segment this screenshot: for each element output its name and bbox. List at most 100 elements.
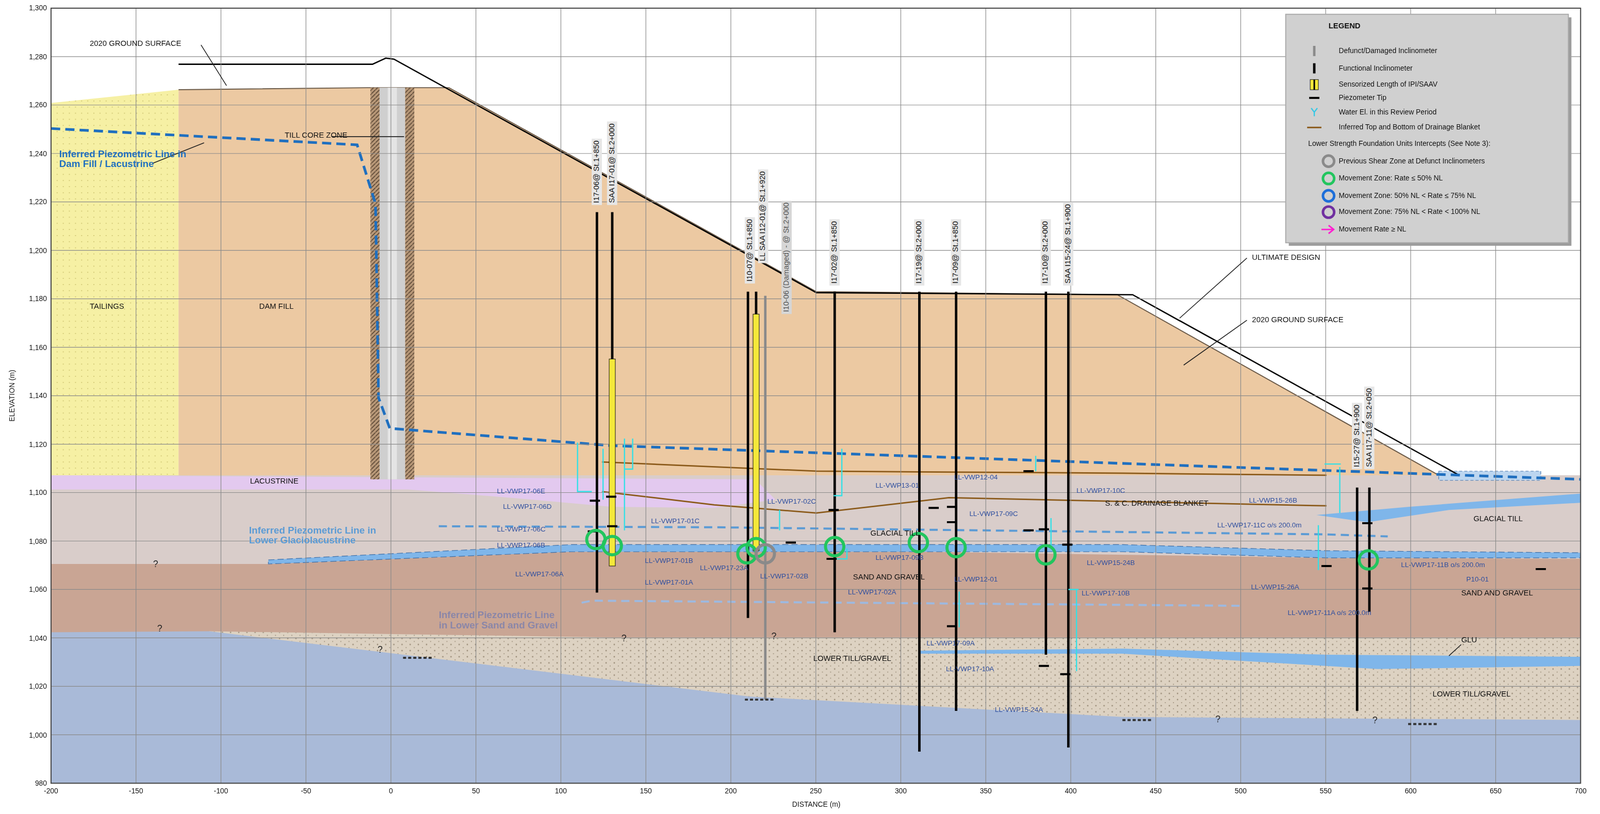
piezometer-label: LL-VWP15-24B (1086, 559, 1135, 567)
axis-tick: 1,220 (28, 198, 47, 206)
legend-text: Functional Inclinometer (1339, 63, 1413, 72)
axis-tick: 700 (1574, 787, 1587, 796)
axis-tick: 1,120 (28, 440, 47, 449)
unknown-mark: ? (771, 632, 777, 644)
piezometer-label: LL-VWP17-09B (875, 553, 924, 562)
piezometer-label: LL-VWP17-10B (1081, 589, 1130, 598)
annotation: 2020 GROUND SURFACE (89, 39, 182, 48)
legend-text: Inferred Top and Bottom of Drainage Blan… (1339, 122, 1481, 131)
piezometer-label: LL-VWP17-01B (644, 557, 693, 565)
unknown-mark: ? (377, 645, 383, 657)
piezometer-label: LL-VWP17-06A (515, 570, 564, 579)
legend-text: Movement Zone: 75% NL < Rate < 100% NL (1339, 207, 1481, 216)
piezometer-label: LL-VWP15-24A (994, 706, 1043, 714)
piezometric-note: Inferred Piezometric Line in Lower Glaci… (249, 525, 382, 547)
axis-title: DISTANCE (m) (792, 801, 841, 809)
axis-tick: 0 (388, 787, 394, 796)
axis-tick: 980 (35, 779, 47, 788)
piezometer-label: LL-VWP17-06E (496, 487, 545, 496)
annotation: TILL CORE ZONE (284, 131, 348, 140)
piezometer-label: LL-VWP13-01 (875, 481, 919, 490)
instrument-label: SAA I17-11@ St.2+050 (1364, 386, 1375, 470)
axis-tick: 600 (1404, 787, 1417, 796)
piezometer-label: LL-VWP17-06D (502, 502, 552, 511)
legend-text: Previous Shear Zone at Defunct Inclinome… (1339, 156, 1485, 165)
axis-tick: 150 (640, 787, 652, 796)
axis-tick: 250 (809, 787, 822, 796)
unknown-mark: ? (157, 624, 163, 635)
instrument-label: I17-06@ St.1+850 (591, 138, 602, 206)
axis-tick: 1,080 (28, 537, 47, 546)
piezometer-label: LL-VWP17-11C o/s 200.0m (1217, 521, 1302, 530)
piezometric-note: Inferred Piezometric Line in Dam Fill / … (59, 149, 190, 171)
piezometer-label: LL-VWP17-10A (945, 665, 994, 674)
axis-tick: -100 (214, 787, 229, 796)
piezometer-label: LL-VWP12-01 (954, 575, 998, 584)
axis-tick: 1,180 (28, 295, 47, 303)
axis-tick: 550 (1319, 787, 1332, 796)
axis-tick: 1,280 (28, 52, 47, 61)
piezometer-label: LL-VWP17-11A o/s 200.0m (1287, 609, 1372, 617)
axis-tick: 1,060 (28, 585, 47, 594)
instrument-label: I10-07@ St.1+850 (744, 217, 756, 284)
grid-line (51, 444, 1581, 445)
instrument-label: LL SAA I12-01@ St.1+920 (758, 169, 769, 264)
piezometer-label: LL-VWP17-10C (1076, 486, 1125, 495)
annotation: 2020 GROUND SURFACE (1251, 316, 1344, 325)
axis-tick: 1,100 (28, 488, 47, 497)
axis-tick: 1,040 (28, 634, 47, 643)
unknown-mark: ? (153, 560, 159, 571)
unknown-mark: ? (1215, 715, 1221, 726)
axis-tick: 300 (894, 787, 907, 796)
axis-tick: 1,000 (28, 731, 47, 740)
axis-tick: 1,140 (28, 392, 47, 400)
layer-name: DAM FILL (258, 303, 294, 312)
instrument-label: I17-09@ St.1+850 (951, 219, 962, 286)
piezometer-label: LL-VWP12-04 (954, 473, 998, 482)
piezometer-label: LL-VWP17-01C (650, 517, 700, 526)
grid-line (51, 686, 1581, 688)
piezometer-label: LL-VWP17-23A (699, 564, 748, 573)
grid-line (51, 395, 1581, 397)
instrument-label: I17-02@ St.1+850 (829, 219, 840, 286)
unknown-mark: ? (621, 634, 627, 646)
axis-tick: -150 (128, 787, 144, 796)
layer-name: SAND AND GRAVEL (853, 573, 925, 582)
piezometer-label: LL-VWP17-02A (847, 588, 896, 597)
instrument-label: I10-06 (Damaged) - @ St.2+000 (781, 200, 792, 315)
piezometer-label: LL-VWP17-02B (760, 572, 809, 581)
instrument-label: I15-27@ St.1+900 (1351, 402, 1363, 470)
instrument-label: I17-19@ St.2+000 (913, 219, 925, 286)
axis-tick: 350 (980, 787, 992, 796)
piezometer-label: LL-VWP17-06B (496, 541, 545, 550)
layer-name: TAILINGS (89, 303, 125, 312)
legend-text: Defunct/Damaged Inclinometer (1339, 46, 1438, 55)
piezometer-label: LL-VWP15-26A (1250, 583, 1299, 592)
legend-note: Lower Strength Foundation Units Intercep… (1308, 139, 1491, 148)
layer-name: S. & C. DRAINAGE BLANKET (1104, 499, 1208, 509)
piezometer-label: P10-01 (1466, 575, 1489, 584)
axis-tick: -200 (43, 787, 59, 796)
axis-tick: 1,200 (28, 246, 47, 255)
piezometric-note: Inferred Piezometric Line in Lower Sand … (438, 610, 564, 632)
grid-line (51, 250, 1581, 251)
grid-line (51, 589, 1581, 591)
layer-name: GLACIAL TILL (870, 529, 920, 538)
legend-text: Movement Zone: Rate ≤ 50% NL (1339, 173, 1444, 182)
instrument-label: SAA I15-24@ St.1+900 (1063, 202, 1074, 286)
axis-tick: 650 (1489, 787, 1502, 796)
axis-tick: 200 (724, 787, 737, 796)
piezometer-label: LL-VWP17-11B o/s 200.0m (1400, 561, 1485, 569)
grid-line (51, 638, 1581, 639)
layer-name: GLACIAL TILL (1473, 515, 1524, 524)
axis-tick: 1,300 (28, 4, 47, 12)
legend-text: Water El. in this Review Period (1339, 107, 1438, 116)
axis-title: ELEVATION (m) (8, 369, 16, 422)
layer-name: SAND AND GRAVEL (1461, 589, 1533, 598)
grid-line (51, 735, 1581, 736)
axis-tick: 450 (1149, 787, 1162, 796)
legend-text: Sensorized Length of IPI/SAAV (1339, 79, 1438, 88)
piezometer-label: LL-VWP17-09A (926, 639, 975, 648)
axis-tick: 1,260 (28, 101, 47, 109)
piezometer-label: LL-VWP17-09C (969, 510, 1018, 518)
